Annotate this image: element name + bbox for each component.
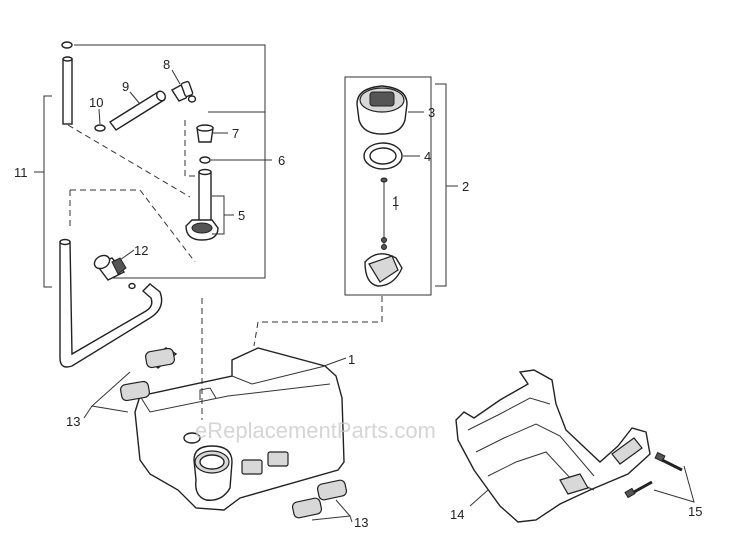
elbow-fitting-part-8 (171, 69, 197, 103)
oring-part-10 (94, 108, 106, 132)
gasket-part-4 (363, 142, 420, 170)
fuel-pipe-lower (59, 238, 163, 368)
callout-13-lower: 13 (354, 515, 368, 530)
grommets-part-13-lower (291, 479, 353, 523)
cap-to-tank-dash (253, 296, 383, 347)
callout-4: 4 (424, 149, 431, 164)
fuel-cap-frame (344, 76, 458, 296)
fuel-tank-part-1 (134, 298, 347, 511)
grommets-part-13-upper (83, 347, 178, 419)
callout-1-tank: 1 (348, 352, 355, 367)
callout-10: 10 (89, 95, 103, 110)
bracket-11 (34, 95, 52, 288)
tube-part-9 (108, 90, 167, 131)
callout-13-upper: 13 (66, 414, 80, 429)
callout-1-tether: 1 (392, 194, 399, 209)
callout-3: 3 (428, 105, 435, 120)
watermark: eReplacementParts.com (195, 418, 436, 443)
ring-part-6 (199, 156, 272, 164)
fuel-line-kit-frame (74, 44, 266, 279)
filter-part-7 (196, 124, 228, 143)
kit-dash-leaders (67, 120, 200, 263)
callout-6: 6 (278, 153, 285, 168)
fuel-pickup-part-5 (185, 168, 234, 241)
callout-9: 9 (122, 79, 129, 94)
callout-15: 15 (688, 504, 702, 519)
callout-12: 12 (134, 243, 148, 258)
callout-2: 2 (462, 179, 469, 194)
fuel-pipe-upper (61, 41, 73, 125)
cap-tether-part-1 (364, 177, 403, 287)
fuel-cap-part-3 (356, 85, 424, 135)
callout-14: 14 (450, 507, 464, 522)
callout-7: 7 (232, 126, 239, 141)
tank-bracket-part-14 (455, 369, 651, 523)
filter-part-12 (93, 249, 136, 290)
screws-part-15 (624, 451, 695, 503)
callout-11: 11 (14, 165, 28, 180)
callout-5: 5 (238, 208, 245, 223)
callout-8: 8 (163, 57, 170, 72)
